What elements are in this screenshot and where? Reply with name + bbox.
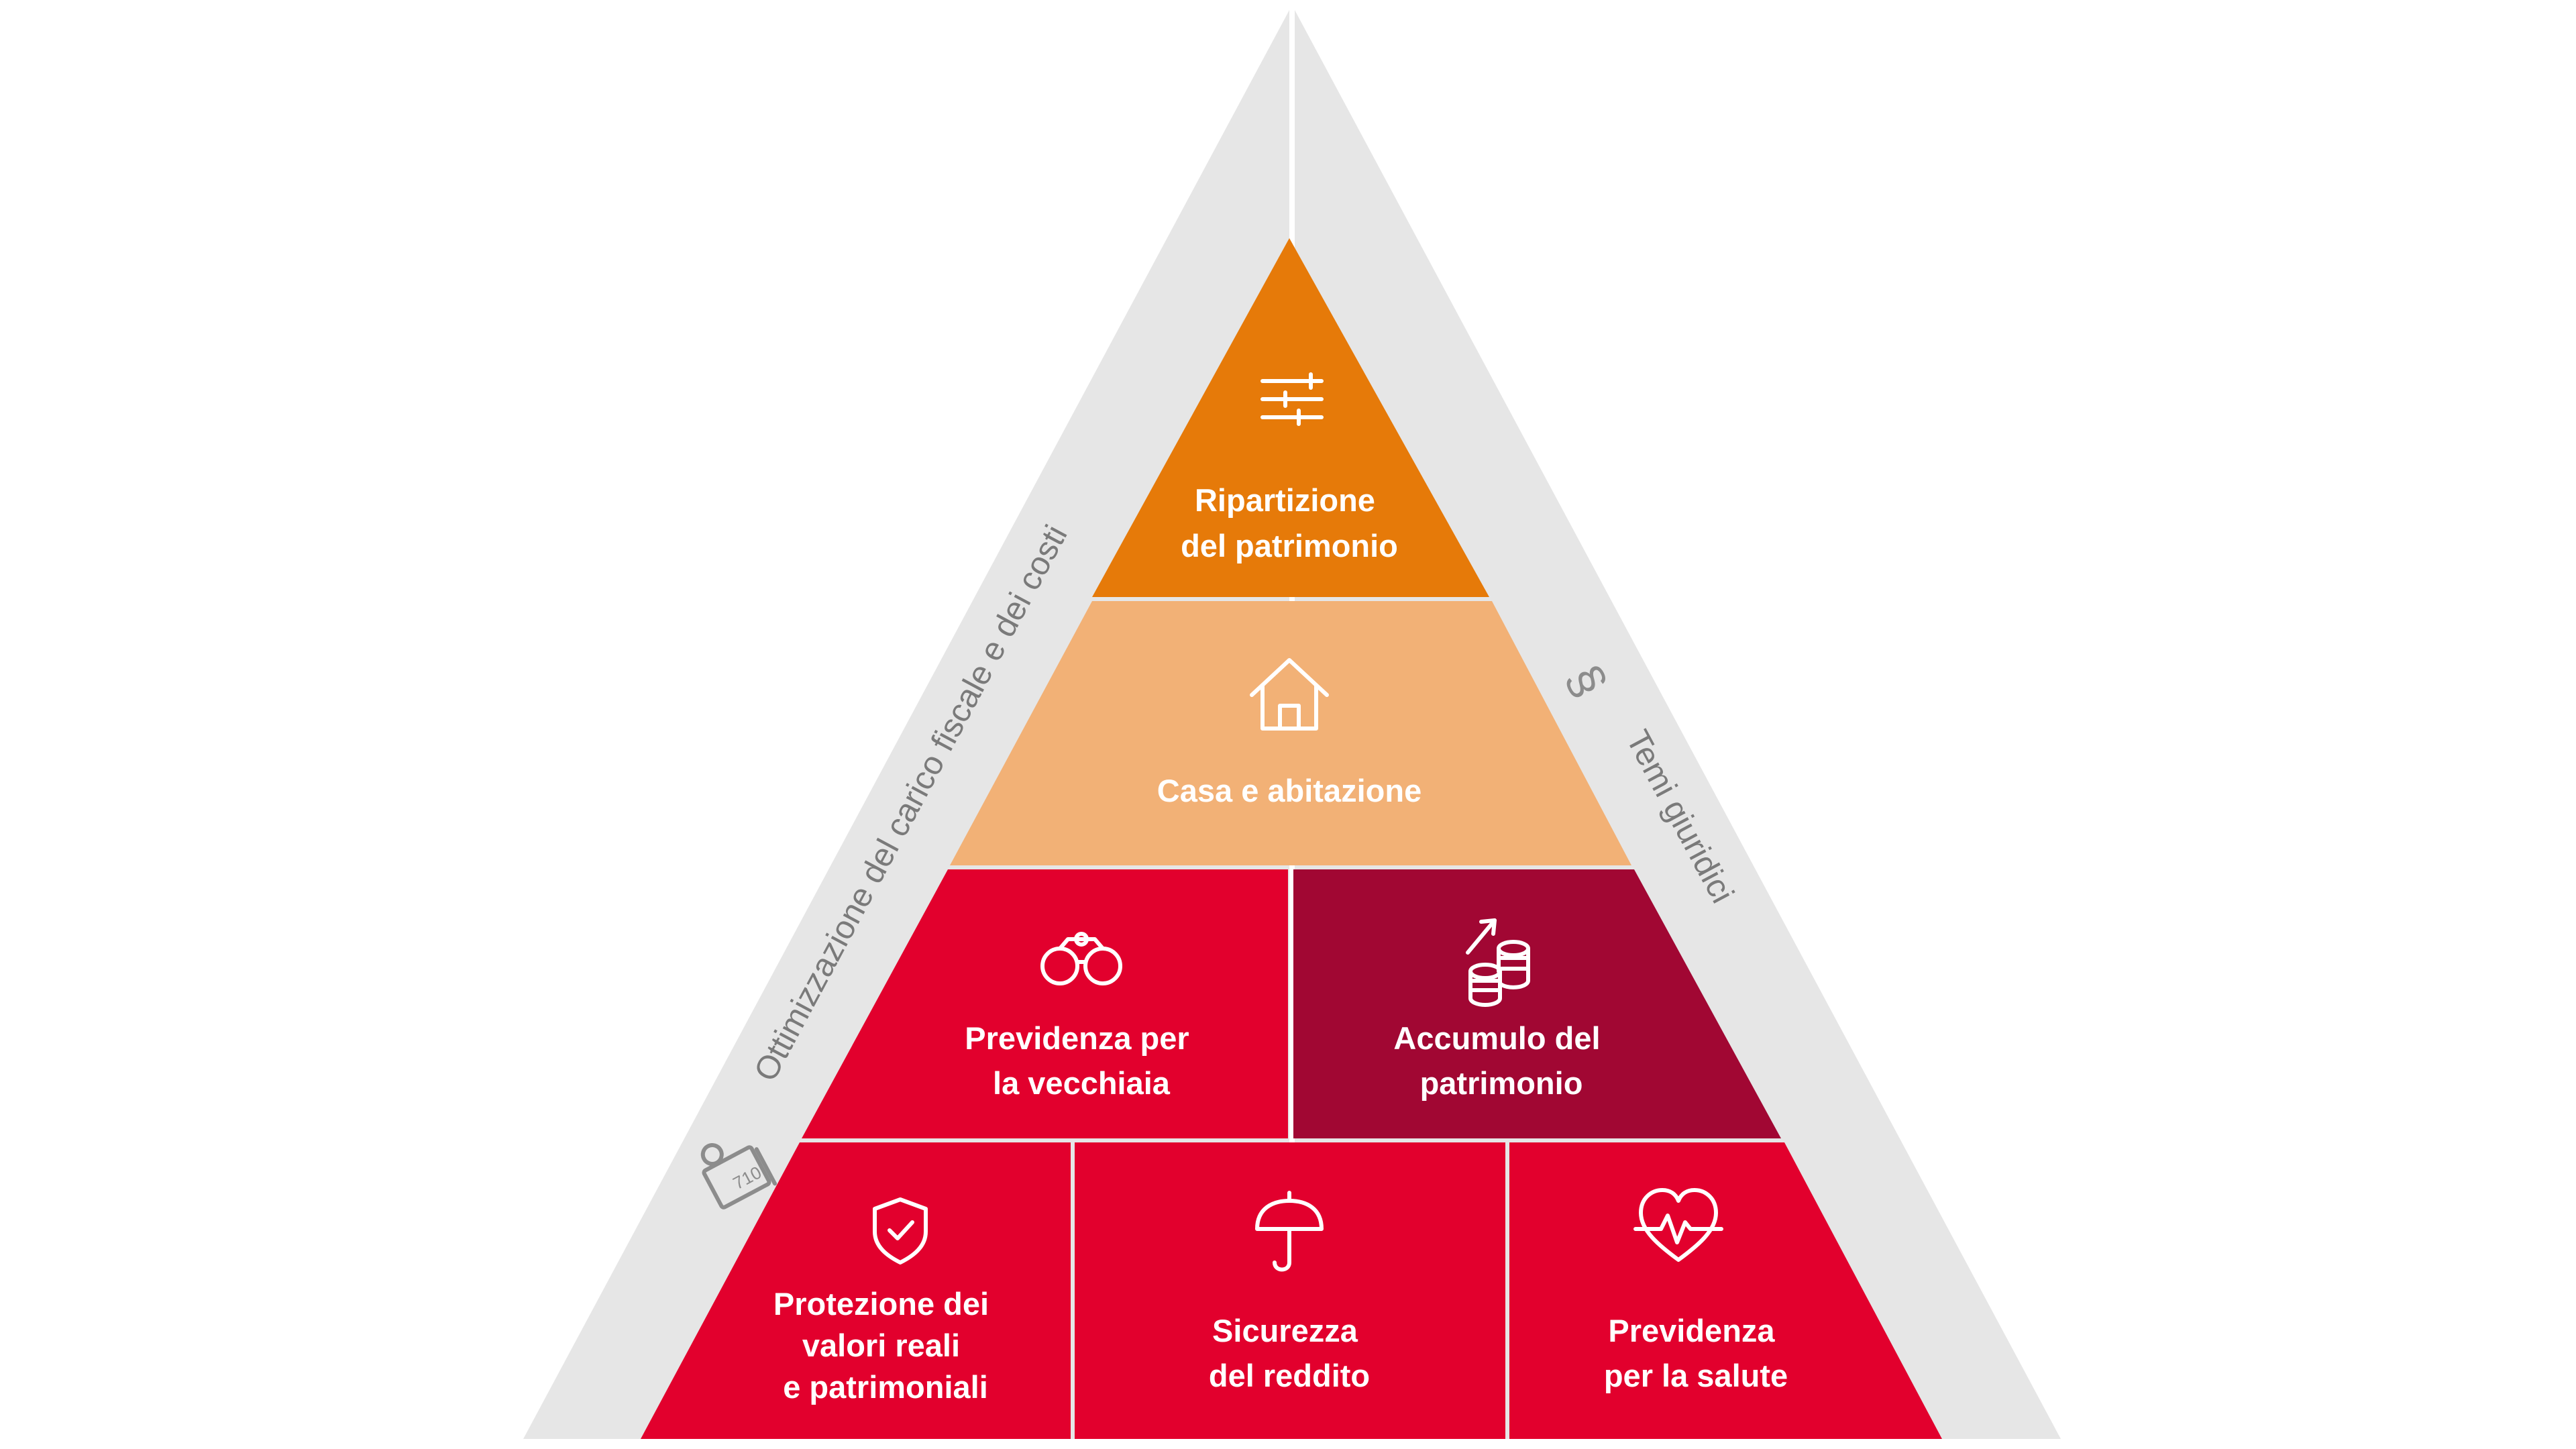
tier-bottom-right-label: Previdenza per la salute bbox=[1604, 1313, 1788, 1393]
sliders-icon bbox=[1260, 372, 1324, 426]
tier-bottom-left-line1: Protezione dei bbox=[773, 1286, 989, 1322]
tier-bottom-right-line2: per la salute bbox=[1604, 1358, 1788, 1393]
binoculars-icon bbox=[1040, 932, 1122, 985]
tier-top-line2: del patrimonio bbox=[1181, 528, 1398, 564]
shield-check-icon bbox=[873, 1197, 928, 1265]
tier-third-left-line2: la vecchiaia bbox=[993, 1065, 1171, 1101]
tier-bottom-right-segment bbox=[1509, 1142, 1942, 1439]
tier-third-right-line1: Accumulo del bbox=[1393, 1020, 1600, 1056]
tier-third-left-label: Previdenza per la vecchiaia bbox=[965, 1020, 1197, 1101]
tier-second-line1: Casa e abitazione bbox=[1157, 773, 1421, 808]
tier-second-segment bbox=[950, 601, 1631, 865]
tier-bottom-center-line2: del reddito bbox=[1209, 1358, 1370, 1393]
tier-second-label: Casa e abitazione bbox=[1157, 773, 1421, 808]
tier-third-left-line1: Previdenza per bbox=[965, 1020, 1189, 1056]
tier-third-left-segment bbox=[802, 869, 1288, 1138]
house-icon bbox=[1250, 658, 1329, 731]
coins-growth-icon bbox=[1466, 918, 1530, 1007]
tier-bottom-center-label: Sicurezza del reddito bbox=[1209, 1313, 1370, 1393]
tier-bottom-left-segment bbox=[641, 1142, 1071, 1439]
tier-bottom-center-line1: Sicurezza bbox=[1212, 1313, 1358, 1348]
tier-third-right-line2: patrimonio bbox=[1420, 1065, 1583, 1101]
tier-bottom-left-line2: valori reali bbox=[802, 1328, 960, 1363]
tier-bottom-right-line1: Previdenza bbox=[1608, 1313, 1775, 1348]
tier-third-right-segment bbox=[1293, 869, 1781, 1138]
tier-top-line1: Ripartizione bbox=[1195, 482, 1375, 518]
tier-bottom-left-line3: e patrimoniali bbox=[783, 1369, 988, 1405]
heart-pulse-icon bbox=[1633, 1188, 1723, 1262]
tier-bottom-center-segment bbox=[1075, 1142, 1505, 1439]
tier-top-label: Ripartizione del patrimonio bbox=[1181, 482, 1398, 564]
tier-bottom-left-label: Protezione dei valori reali e patrimonia… bbox=[773, 1286, 998, 1405]
tier-third-right-label: Accumulo del patrimonio bbox=[1393, 1020, 1609, 1101]
umbrella-icon bbox=[1255, 1191, 1324, 1272]
